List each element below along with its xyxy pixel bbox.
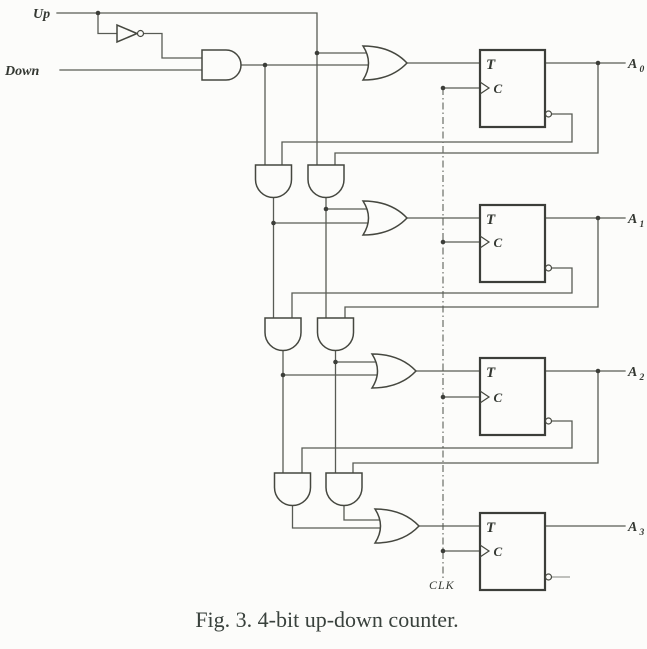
output-label-a0: A bbox=[627, 57, 637, 72]
ff2-qbar-feedback-wire bbox=[291, 267, 573, 319]
inverter-gate bbox=[116, 23, 145, 44]
flipflop-box bbox=[478, 356, 547, 437]
output-sub-a3: 3 bbox=[639, 528, 645, 538]
qbar-bubble-icon bbox=[544, 417, 553, 425]
and-gate-updown bbox=[201, 49, 242, 81]
junction-dot bbox=[95, 10, 101, 16]
or-gate-1 bbox=[361, 45, 409, 81]
or4-top-input-wire bbox=[343, 504, 384, 521]
or-gate-2 bbox=[361, 200, 409, 236]
figure-caption: Fig. 3. 4-bit up-down counter. bbox=[195, 607, 458, 632]
and-gate-stage2-right bbox=[307, 164, 345, 199]
t-input-label: T bbox=[486, 365, 496, 381]
and-gate-stage3-right bbox=[316, 317, 355, 352]
t-flipflop-2: T C A 2 bbox=[478, 356, 645, 437]
junction-dot bbox=[595, 60, 601, 66]
up-to-inverter-wire bbox=[97, 12, 118, 35]
junction-dot bbox=[440, 394, 446, 400]
junction-dot bbox=[280, 372, 286, 378]
or4-bottom-input-wire bbox=[291, 504, 384, 529]
t-flipflop-3: T C A 3 bbox=[478, 511, 645, 592]
c-input-label: C bbox=[494, 544, 503, 559]
c-input-label: C bbox=[494, 235, 503, 250]
qbar-bubble-icon bbox=[544, 110, 553, 118]
junction-dot bbox=[333, 359, 338, 365]
clock-wedge-icon bbox=[479, 235, 491, 249]
junction-dot bbox=[440, 548, 446, 554]
clock-wedge-icon bbox=[479, 390, 491, 404]
flipflop-box bbox=[478, 48, 547, 129]
t-input-label: T bbox=[486, 520, 496, 536]
inverter-output-wire bbox=[142, 32, 203, 59]
down-input-label: Down bbox=[4, 64, 39, 79]
not-gate-icon bbox=[116, 23, 139, 44]
clock-wedge-icon bbox=[479, 81, 491, 95]
t-input-label: T bbox=[486, 57, 496, 73]
ff1-qbar-feedback-wire bbox=[281, 113, 573, 166]
output-sub-a2: 2 bbox=[639, 373, 645, 383]
and-gate-stage4-right bbox=[325, 472, 363, 507]
qbar-bubble-icon bbox=[544, 573, 553, 581]
junction-dot bbox=[595, 215, 601, 221]
a2-feedback-wire bbox=[352, 370, 599, 474]
not-bubble-icon bbox=[136, 29, 145, 38]
clk-label: CLK bbox=[429, 578, 455, 592]
wiring bbox=[56, 12, 626, 578]
up-wire bbox=[56, 12, 318, 166]
clock-wedge-icon bbox=[479, 544, 491, 558]
output-label-a1: A bbox=[627, 212, 637, 227]
or-gate-4 bbox=[373, 508, 421, 544]
output-label-a3: A bbox=[627, 520, 637, 535]
flipflop-box bbox=[478, 203, 547, 284]
t-flipflop-1: T C A 1 bbox=[478, 203, 645, 284]
junction-dot bbox=[314, 50, 320, 56]
junction-dot bbox=[271, 220, 276, 226]
c-input-label: C bbox=[494, 81, 503, 96]
flipflop-box bbox=[478, 511, 547, 592]
output-label-a2: A bbox=[627, 365, 637, 380]
junction-dot bbox=[262, 62, 268, 68]
qbar-bubble-icon bbox=[544, 264, 553, 272]
output-sub-a0: 0 bbox=[640, 65, 645, 75]
a0-feedback-wire bbox=[334, 62, 599, 166]
a1-feedback-wire bbox=[344, 217, 599, 319]
t-input-label: T bbox=[486, 212, 496, 228]
junction-dot bbox=[595, 368, 601, 374]
ff3-qbar-feedback-wire bbox=[301, 420, 573, 474]
junction-dot bbox=[440, 85, 446, 91]
c-input-label: C bbox=[494, 390, 503, 405]
and-gate-stage4-left bbox=[273, 472, 312, 507]
or-gate-3 bbox=[370, 353, 418, 389]
output-sub-a1: 1 bbox=[640, 220, 645, 230]
junction-dot bbox=[440, 239, 446, 245]
junction-dot bbox=[323, 206, 329, 212]
and-gate-stage3-left bbox=[264, 317, 302, 352]
and-gate-stage2-left bbox=[254, 164, 293, 199]
up-input-label: Up bbox=[33, 7, 50, 22]
t-flipflop-0: T C A 0 bbox=[478, 48, 645, 129]
junction-dots bbox=[95, 10, 601, 554]
